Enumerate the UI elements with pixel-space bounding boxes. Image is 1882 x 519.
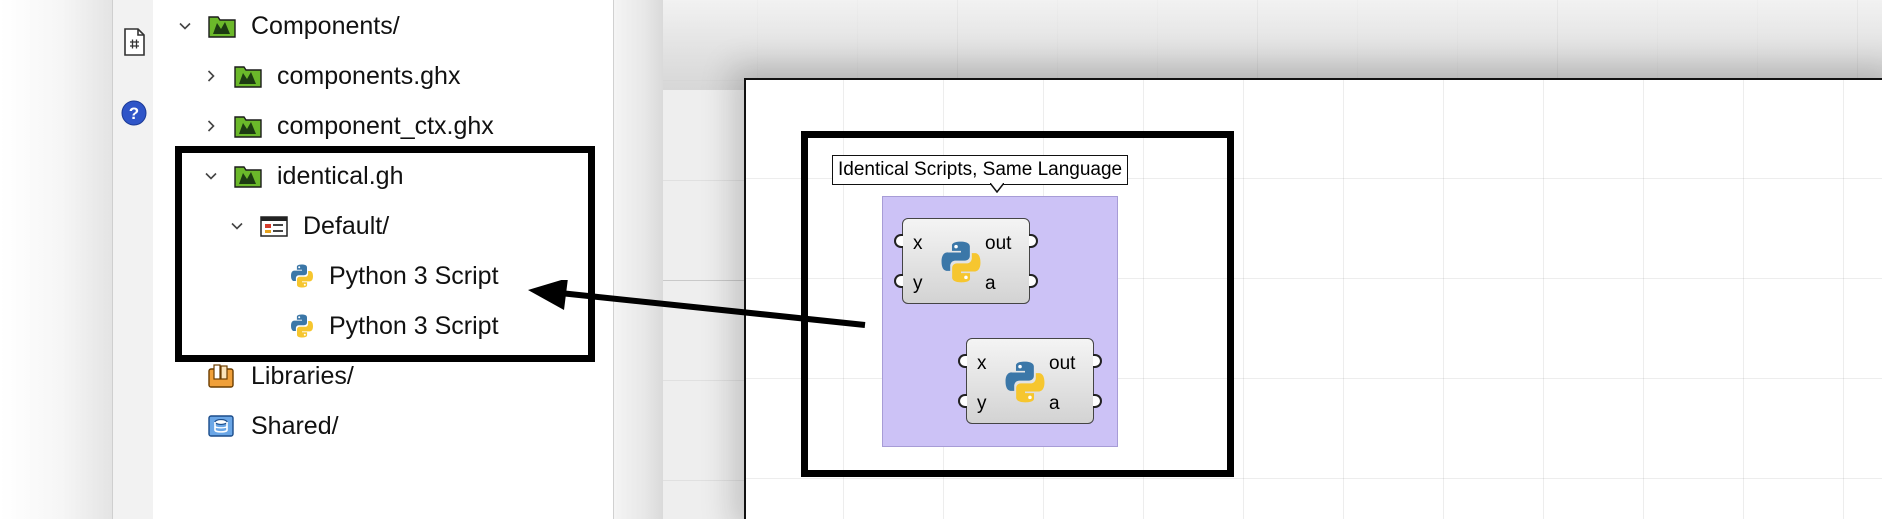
default-folder-icon: [259, 213, 289, 239]
input-port-x[interactable]: [958, 354, 967, 368]
input-label: x: [977, 353, 987, 374]
canvas-highlight-box: [801, 131, 1234, 477]
tooltip-tail: [990, 183, 1004, 193]
window-edge-shadow: [0, 0, 112, 519]
tree-item-label: identical.gh: [277, 161, 404, 190]
shared-icon: [207, 413, 237, 439]
help-icon[interactable]: ?: [121, 100, 147, 130]
tree-item-label: component_ctx.ghx: [277, 111, 494, 140]
tree-item-label: components.ghx: [277, 61, 461, 90]
python-icon: [289, 263, 315, 289]
input-port-y[interactable]: [894, 274, 903, 288]
tree-item-components-folder[interactable]: Components/: [175, 6, 400, 46]
chevron-down-icon[interactable]: [201, 166, 221, 186]
tree-item-python-script-1[interactable]: Python 3 Script: [289, 256, 499, 296]
tree-item-component-ctx-ghx[interactable]: component_ctx.ghx: [201, 106, 494, 146]
python-icon: [289, 313, 315, 339]
document-icon[interactable]: [121, 27, 147, 57]
output-label: a: [1049, 393, 1060, 414]
output-port-out[interactable]: [1093, 354, 1102, 368]
input-label: y: [977, 393, 987, 414]
tree-item-label: Default/: [303, 211, 390, 240]
tree-item-default-folder[interactable]: Default/: [227, 206, 389, 246]
output-label: out: [985, 233, 1012, 254]
tree-item-shared[interactable]: Shared/: [207, 406, 339, 446]
file-tree-panel: Components/ components.ghx component_ctx…: [153, 0, 613, 519]
panel-splitter[interactable]: [613, 0, 664, 519]
side-toolbar: ?: [112, 0, 155, 519]
chevron-down-icon[interactable]: [227, 216, 247, 236]
chevron-right-icon[interactable]: [201, 66, 221, 86]
output-label: out: [1049, 353, 1076, 374]
input-port-y[interactable]: [958, 394, 967, 408]
input-label: x: [913, 233, 923, 254]
output-port-out[interactable]: [1029, 234, 1038, 248]
chevron-down-icon[interactable]: [175, 16, 195, 36]
svg-text:?: ?: [129, 104, 139, 123]
python-script-component[interactable]: x y out a: [958, 338, 1102, 424]
tree-item-identical-gh[interactable]: identical.gh: [201, 156, 403, 196]
tree-item-label: Components/: [251, 11, 400, 40]
python-icon: [941, 241, 981, 283]
gh-folder-icon: [207, 13, 237, 39]
tree-item-components-ghx[interactable]: components.ghx: [201, 56, 460, 96]
tree-item-label: Libraries/: [251, 361, 354, 390]
python-script-component[interactable]: x y out a: [894, 218, 1038, 304]
tree-item-label: Python 3 Script: [329, 261, 499, 290]
output-port-a[interactable]: [1093, 394, 1102, 408]
chevron-right-icon[interactable]: [201, 116, 221, 136]
tree-highlight-box: [175, 146, 595, 362]
output-label: a: [985, 273, 996, 294]
input-port-x[interactable]: [894, 234, 903, 248]
output-port-a[interactable]: [1029, 274, 1038, 288]
tree-item-label: Python 3 Script: [329, 311, 499, 340]
gh-file-icon: [233, 63, 263, 89]
library-icon: [207, 363, 237, 389]
gh-file-icon: [233, 163, 263, 189]
annotation-arrow: [528, 280, 866, 328]
input-label: y: [913, 273, 923, 294]
tree-item-label: Shared/: [251, 411, 339, 440]
gh-file-icon: [233, 113, 263, 139]
group-tooltip: Identical Scripts, Same Language: [832, 155, 1129, 185]
tree-item-libraries[interactable]: Libraries/: [207, 356, 354, 396]
canvas-shade: [663, 0, 1882, 90]
tree-item-python-script-2[interactable]: Python 3 Script: [289, 306, 499, 346]
python-icon: [1005, 361, 1045, 403]
